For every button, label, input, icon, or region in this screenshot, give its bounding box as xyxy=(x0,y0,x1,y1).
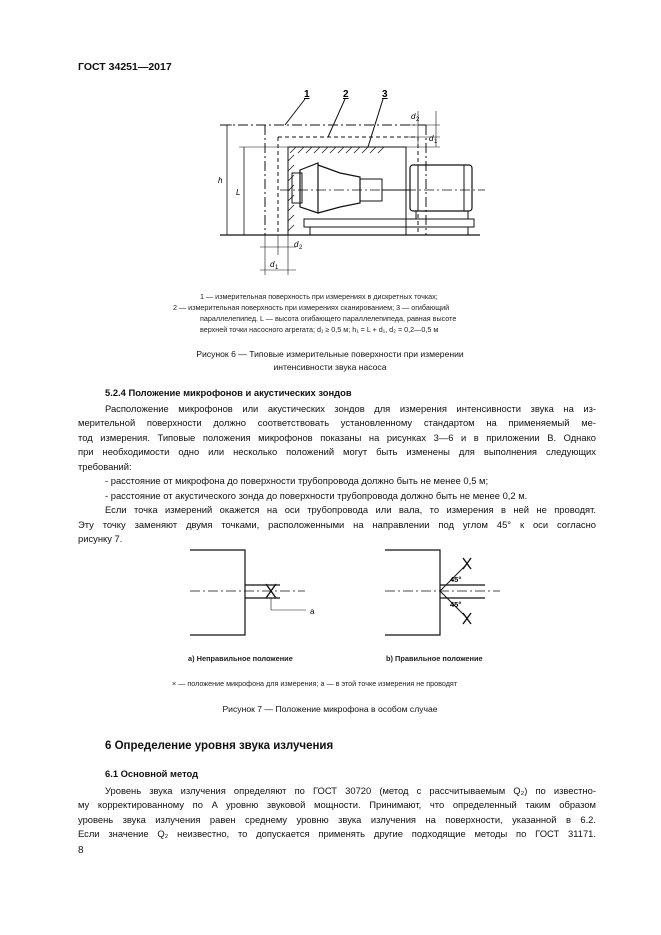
leader-1 xyxy=(284,98,306,126)
section-6-1-heading: 6.1 Основной метод xyxy=(105,768,199,779)
label-d2-top: d xyxy=(411,112,416,121)
label-2: 2 xyxy=(343,89,349,100)
label-a: a xyxy=(310,607,315,616)
figure-6-legend-line-3: параллелепипед. L — высота огибающего па… xyxy=(200,314,457,323)
motor-body xyxy=(409,164,473,212)
figure-7-caption: Рисунок 7 — Положение микрофона в особом… xyxy=(222,704,438,714)
paragraph-line: - расстояние от микрофона до поверхности… xyxy=(105,475,489,486)
figure-6-legend-line-4: верхней точки насосного агрегата; d₁ ≥ 0… xyxy=(200,325,439,334)
paragraph-line: рисунку 7. xyxy=(78,533,123,544)
label-angle-2: 45° xyxy=(450,600,461,609)
label-angle-1: 45° xyxy=(450,575,461,584)
figure-7-legend: × — положение микрофона для измерения; a… xyxy=(172,679,458,688)
label-1: 1 xyxy=(304,89,310,100)
label-d1: d xyxy=(270,260,275,269)
envelope-hatching xyxy=(287,146,385,232)
base-plate xyxy=(303,218,475,228)
figure-6-legend-line-2: 2 — измерительная поверхность при измере… xyxy=(173,303,450,312)
label-h: h xyxy=(218,176,223,185)
motor-feet xyxy=(415,210,469,220)
leader-2 xyxy=(327,98,346,138)
label-d2-top-sub: 2 xyxy=(416,117,420,123)
surface-3-envelope xyxy=(287,146,407,236)
paragraph-line: тод измерения. Типовые положения микрофо… xyxy=(78,432,596,443)
leader-3 xyxy=(367,98,384,148)
paragraph-line: требований: xyxy=(78,461,132,472)
figure-7-drawing: a 45° 45° xyxy=(190,549,500,636)
paragraph-line: Если значение Q₂ неизвестно, то допускае… xyxy=(78,828,596,839)
section-6-heading: 6 Определение уровня звука излучения xyxy=(105,740,334,752)
label-d2: d xyxy=(294,240,299,249)
paragraph-line: Уровень звука излучения определяют по ГО… xyxy=(105,785,596,796)
section-5-2-4-heading: 5.2.4 Положение микрофонов и акустически… xyxy=(105,387,352,398)
label-d1-top-sub: 1 xyxy=(434,139,438,145)
pump-inlet xyxy=(291,172,303,204)
figure-6-drawing: 1 2 3 h L d 2 d 1 d 2 d 1 xyxy=(218,89,485,275)
paragraph-line: уровень звука излучения равен среднему у… xyxy=(78,814,596,825)
paragraph-line: Расположение микрофонов или акустических… xyxy=(105,403,596,414)
pump-volute xyxy=(299,162,319,214)
label-L: L xyxy=(236,188,240,197)
figure-6-caption-line-2: интенсивности звука насоса xyxy=(273,362,387,372)
figure-6-caption-line-1: Рисунок 6 — Типовые измерительные поверх… xyxy=(196,349,464,359)
page-number: 8 xyxy=(78,845,84,856)
figure-7b-caption: b) Правильное положение xyxy=(386,654,483,663)
pipe-outline-b xyxy=(385,549,441,636)
paragraph-line: Если точка измерений окажется на оси тру… xyxy=(105,504,596,515)
paragraph-line: мерительной поверхности должно соответст… xyxy=(78,417,596,428)
paragraph-line: - расстояние от акустического зонда до п… xyxy=(105,490,528,501)
label-d2-sub: 2 xyxy=(299,245,303,251)
figure-6-legend: 1 — измерительная поверхность при измере… xyxy=(0,291,661,341)
figure-7a-caption: а) Неправильное положение xyxy=(188,654,293,663)
pump-casing xyxy=(317,164,361,214)
figure-6-caption: Рисунок 6 — Типовые измерительные поверх… xyxy=(130,348,530,374)
pipe-outline-a xyxy=(190,549,246,636)
paragraph-line: му корректированному по A уровню звуково… xyxy=(78,799,596,810)
paragraph-line: Эту точку заменяют двумя точками, распол… xyxy=(78,519,596,530)
paragraph-line: при необходимости одно или несколько пол… xyxy=(78,446,596,457)
figure-6-legend-line-1: 1 — измерительная поверхность при измере… xyxy=(200,292,438,301)
label-3: 3 xyxy=(382,89,388,100)
document-standard-header: ГОСТ 34251—2017 xyxy=(78,61,172,73)
label-d1-sub: 1 xyxy=(275,265,279,271)
label-d1-top: d xyxy=(429,134,434,143)
